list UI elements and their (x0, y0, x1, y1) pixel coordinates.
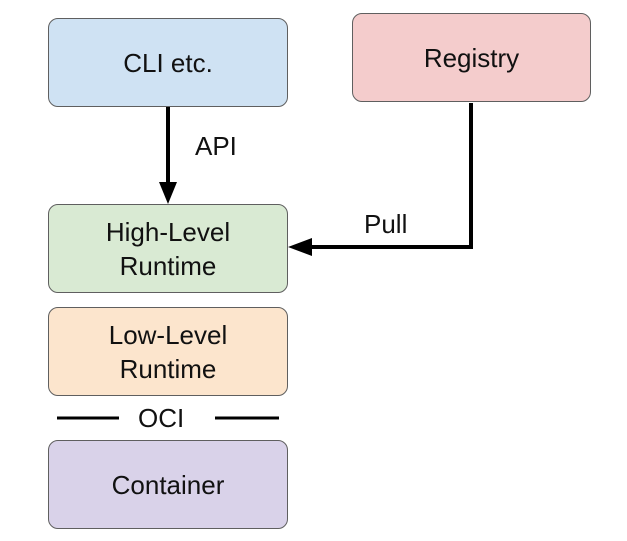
pull-arrow-head (288, 238, 312, 256)
container-box-label: Container (111, 469, 225, 500)
low-level-runtime-line1: Low-Level (108, 319, 228, 350)
container-box: Container (48, 440, 288, 529)
low-level-runtime-line2: Runtime (119, 353, 217, 384)
high-level-runtime-line2: Runtime (119, 250, 217, 281)
high-level-runtime-line1: High-Level (105, 216, 231, 247)
cli-box: CLI etc. (48, 18, 288, 107)
pull-arrow-path (310, 103, 473, 249)
oci-label: OCI (138, 403, 185, 433)
high-level-runtime-box: High-Level Runtime (48, 204, 288, 293)
low-level-runtime-box: Low-Level Runtime (48, 307, 288, 396)
cli-box-label: CLI etc. (123, 47, 213, 78)
api-label: API (195, 131, 237, 161)
api-arrow-head (159, 182, 177, 204)
pull-label: Pull (364, 209, 408, 239)
registry-box-label: Registry (423, 42, 520, 73)
registry-box: Registry (352, 13, 591, 102)
